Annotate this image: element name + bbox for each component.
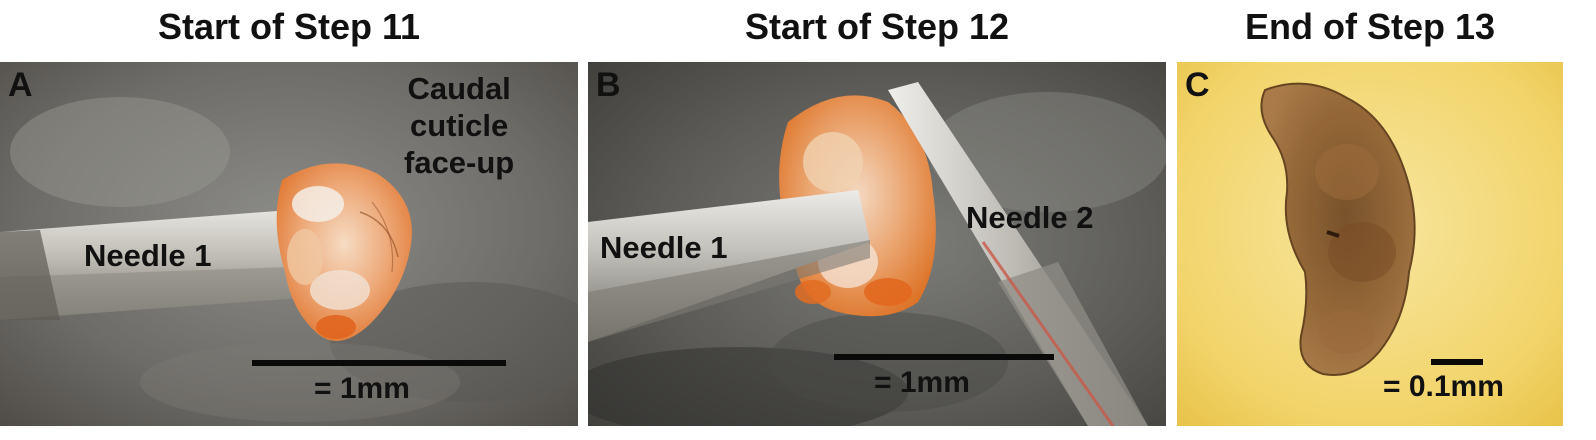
panel-b-image bbox=[588, 62, 1166, 426]
panel-a-needle-label: Needle 1 bbox=[84, 238, 212, 273]
panel-c-scale-label: = 0.1mm bbox=[1383, 370, 1504, 403]
caudal-cuticle-label: Caudal cuticle face-up bbox=[404, 70, 514, 181]
panel-a-scale-bar bbox=[252, 360, 506, 366]
panel-b-needle-1-label: Needle 1 bbox=[600, 230, 728, 265]
panel-b-letter: B bbox=[596, 66, 621, 104]
heading-step-12: Start of Step 12 bbox=[744, 6, 1010, 47]
panel-b-needle-2-label: Needle 2 bbox=[966, 200, 1094, 235]
panel-c-letter: C bbox=[1185, 66, 1210, 104]
caudal-cuticle-line-1: Caudal bbox=[407, 71, 511, 106]
panel-c-photo: C = 0.1mm bbox=[1177, 62, 1563, 426]
panel-b-photo: B Needle 1 Needle 2 = 1mm bbox=[588, 62, 1166, 426]
panel-c-scale-bar bbox=[1431, 359, 1483, 365]
panel-b-scale-label: = 1mm bbox=[874, 366, 970, 399]
panel-a-letter: A bbox=[8, 66, 33, 104]
heading-step-11: Start of Step 11 bbox=[157, 6, 421, 47]
caudal-cuticle-line-2: cuticle bbox=[410, 108, 509, 143]
heading-step-13: End of Step 13 bbox=[1244, 6, 1496, 47]
panel-a-photo: A Caudal cuticle face-up Needle 1 = 1mm bbox=[0, 62, 578, 426]
caudal-cuticle-line-3: face-up bbox=[404, 145, 515, 180]
panel-a-scale-label: = 1mm bbox=[314, 372, 410, 405]
panel-a-image bbox=[0, 62, 578, 426]
panel-b-scale-bar bbox=[834, 354, 1054, 360]
panel-c-image bbox=[1177, 62, 1563, 426]
